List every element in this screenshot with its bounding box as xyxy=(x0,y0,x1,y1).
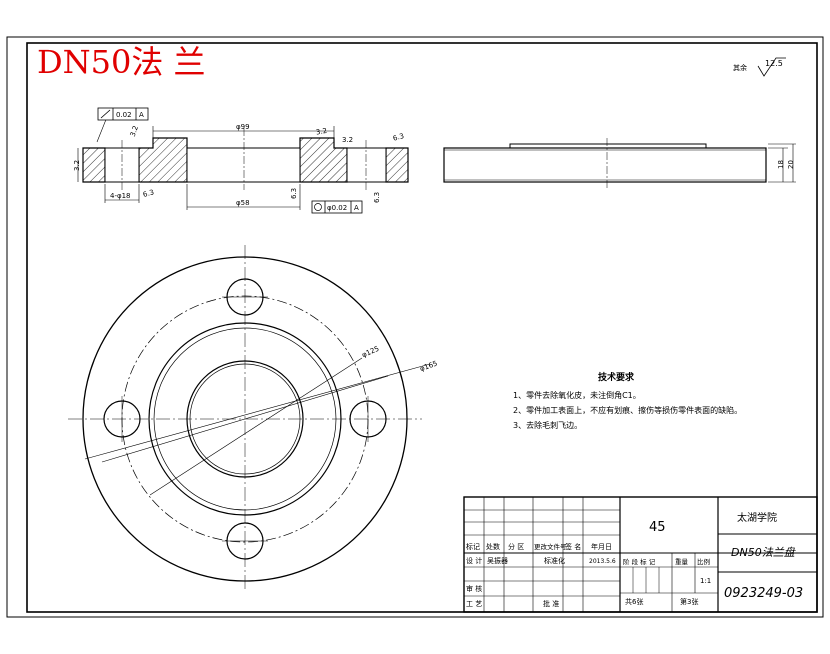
dim-phi99: φ99 xyxy=(236,123,250,131)
tb-weight-label: 重量 xyxy=(675,558,689,566)
title-block: 标记 处数 分 区 更改文件号 签 名 年月日 设 计 吴振器 标准化 2013… xyxy=(463,496,818,613)
dim-phi165: φ165 xyxy=(419,359,439,373)
tb-drawing-no: 0923249-03 xyxy=(724,586,803,601)
note-1: 1、零件去除氧化皮，未注倒角C1。 xyxy=(513,390,641,400)
tb-h-date: 年月日 xyxy=(591,542,612,551)
dim-thick18: 18 xyxy=(777,160,785,169)
section-view: φ99 φ58 4-φ18 3.2 3.2 3.2 3.2 6.3 6.3 6.… xyxy=(73,107,409,214)
note-3: 3、去除毛刺飞边。 xyxy=(513,420,582,430)
tb-approve-label: 批 准 xyxy=(543,599,559,608)
note-2: 2、零件加工表面上，不应有划痕、擦伤等损伤零件表面的缺陷。 xyxy=(513,405,742,415)
tb-date: 2013.5.6 xyxy=(589,558,616,565)
inner-frame xyxy=(26,42,818,613)
technical-notes: 技术要求 1、零件去除氧化皮，未注倒角C1。 2、零件加工表面上，不应有划痕、擦… xyxy=(513,371,742,430)
dim-phi125: φ125 xyxy=(361,345,381,360)
roughness-symbol: 其余 12.5 xyxy=(733,57,786,77)
tb-school: 太湖学院 xyxy=(737,511,777,524)
roughness-value: 12.5 xyxy=(765,59,783,68)
tb-sheet-no: 第3张 xyxy=(680,597,698,606)
rough-r63-c: 6.3 xyxy=(290,188,298,199)
tb-scale: 1:1 xyxy=(700,577,711,585)
tb-check-label: 审 核 xyxy=(466,584,482,593)
rough-r63-b: 6.3 xyxy=(142,188,155,199)
tb-h-zone: 分 区 xyxy=(508,542,524,551)
tol1-value: 0.02 xyxy=(116,111,132,119)
dim-left-r32: 3.2 xyxy=(73,160,81,171)
dim-holes: 4-φ18 xyxy=(110,192,131,200)
tb-h-sign: 签 名 xyxy=(565,542,581,551)
tb-h-docno: 更改文件号 xyxy=(534,542,567,551)
tol1-ref: A xyxy=(139,111,144,119)
tb-designer-name: 吴振器 xyxy=(487,556,508,565)
tb-sheets-total: 共6张 xyxy=(625,597,643,606)
tol2-ref: A xyxy=(354,204,359,212)
roughness-prefix: 其余 xyxy=(733,63,747,72)
plan-view: φ125 φ165 xyxy=(68,245,439,592)
tb-h-count: 处数 xyxy=(486,542,500,551)
drawing-title: DN50法 兰 xyxy=(37,43,206,81)
rough-r32-b: 3.2 xyxy=(129,125,140,138)
side-view: 18 20 xyxy=(443,138,796,190)
rough-r63-d: 6.3 xyxy=(373,192,381,203)
rough-r63-a: 6.3 xyxy=(392,132,405,143)
roughness-check-icon xyxy=(757,57,786,77)
outer-border xyxy=(6,36,824,618)
rough-r32-d: 3.2 xyxy=(342,136,353,144)
tb-designer-label: 设 计 xyxy=(466,556,482,565)
tb-stage-label: 阶 段 标 记 xyxy=(623,557,656,566)
tb-std-label: 标准化 xyxy=(544,556,565,565)
tol2-value: φ0.02 xyxy=(327,204,347,212)
dim-thick20: 20 xyxy=(787,160,795,169)
tb-material: 45 xyxy=(649,520,666,535)
rough-r32-c: 3.2 xyxy=(315,127,327,137)
tb-scale-label: 比例 xyxy=(697,557,710,566)
tb-h-mark: 标记 xyxy=(466,542,480,551)
tb-part-name: DN50法兰盘 xyxy=(731,546,797,559)
tb-process-label: 工 艺 xyxy=(466,600,482,608)
position-tolerance-icon xyxy=(314,203,322,211)
notes-heading: 技术要求 xyxy=(598,371,635,383)
dim-phi58: φ58 xyxy=(236,199,250,207)
runout-arrow-icon xyxy=(100,109,111,119)
